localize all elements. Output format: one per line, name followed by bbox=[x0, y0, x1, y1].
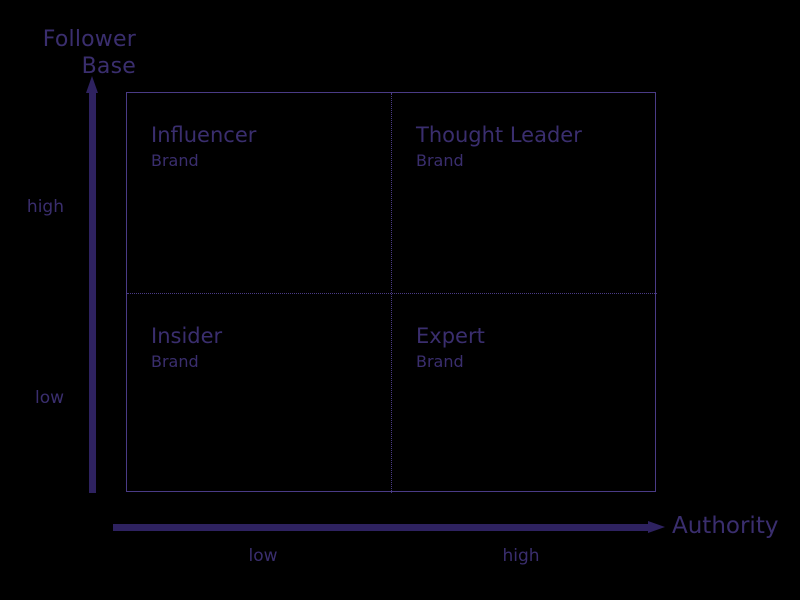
quadrant-subtitle: Brand bbox=[151, 151, 199, 170]
quadrant-subtitle: Brand bbox=[151, 352, 199, 371]
x-axis-tick-low: low bbox=[248, 546, 278, 566]
y-axis-title-line2: Base bbox=[81, 54, 136, 79]
y-axis-tick-low: low bbox=[34, 388, 64, 408]
x-axis-title: Authority bbox=[672, 513, 779, 539]
quadrant-top-right[interactable]: Thought Leader Brand bbox=[392, 93, 656, 293]
arrow-right-head bbox=[648, 521, 665, 533]
arrow-up-head bbox=[86, 76, 98, 93]
quadrant-title: Thought Leader bbox=[416, 123, 582, 147]
arrow-right-shaft bbox=[113, 524, 651, 531]
arrow-up-icon bbox=[86, 76, 99, 493]
quadrant-top-left[interactable]: Influencer Brand bbox=[127, 93, 391, 293]
matrix-frame: Influencer Brand Thought Leader Brand In… bbox=[126, 92, 657, 494]
quadrant-subtitle: Brand bbox=[416, 352, 464, 371]
quadrant-bottom-left[interactable]: Insider Brand bbox=[127, 294, 391, 494]
arrow-up-shaft bbox=[89, 90, 96, 493]
horizontal-divider bbox=[127, 293, 657, 294]
quadrant-title: Insider bbox=[151, 324, 223, 348]
x-axis-tick-high: high bbox=[502, 546, 540, 566]
y-axis-title-line1: Follower bbox=[42, 27, 136, 52]
quadrant-subtitle: Brand bbox=[416, 151, 464, 170]
y-axis-title: Follower Base bbox=[0, 26, 136, 80]
quadrant-title: Expert bbox=[416, 324, 485, 348]
y-axis-tick-high: high bbox=[26, 197, 64, 217]
arrow-right-icon bbox=[113, 521, 665, 534]
quadrant-title: Influencer bbox=[151, 123, 257, 147]
quadrant-bottom-right[interactable]: Expert Brand bbox=[392, 294, 656, 494]
